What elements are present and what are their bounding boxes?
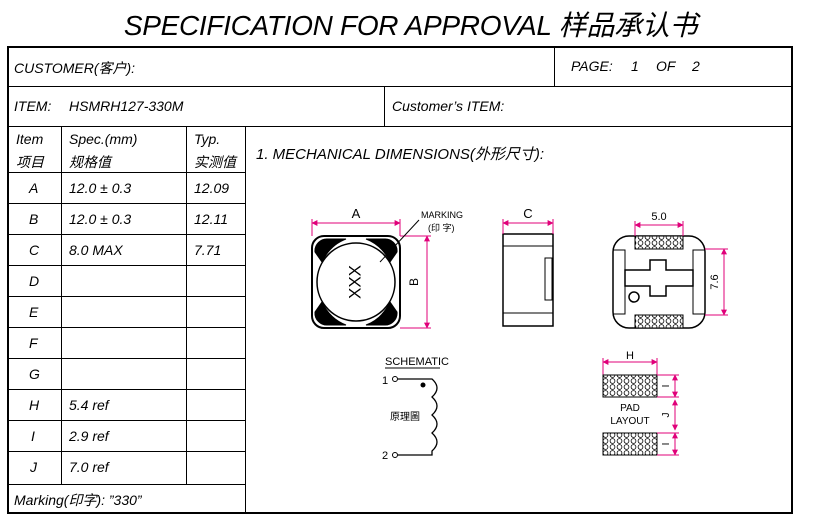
divider (7, 172, 245, 173)
divider (7, 420, 245, 421)
table-row-item: B (29, 211, 39, 227)
customer-label: CUSTOMER(客户): (14, 60, 136, 76)
divider (7, 126, 793, 127)
table-row-spec: 8.0 MAX (69, 242, 123, 258)
section-title: 1. MECHANICAL DIMENSIONS(外形尺寸): (256, 146, 545, 163)
coil-cn-label: 原理圖 (390, 411, 420, 423)
table-row-spec: 7.0 ref (69, 459, 109, 475)
table-row-typ: 12.11 (194, 211, 228, 227)
page-total: 2 (692, 58, 700, 74)
marking-label: MARKING (421, 210, 463, 220)
divider (7, 389, 245, 390)
table-row-item: J (30, 459, 37, 475)
dim-50-label: 5.0 (651, 211, 666, 223)
divider (245, 126, 246, 514)
divider (7, 451, 245, 452)
pad-layout: H PAD LAYOUT I J I (602, 350, 679, 456)
marking-note: Marking(印字): ”330” (14, 492, 142, 508)
table-row-spec: 5.4 ref (69, 397, 109, 413)
divider (7, 484, 245, 485)
col-header-typ: Typ. (194, 131, 221, 147)
top-view: XXX A B MARKING (印 字) (311, 206, 463, 329)
schematic: SCHEMATIC 1 2 原理圖 (382, 356, 449, 462)
item-value: HSMRH127-330M (69, 98, 184, 114)
table-row-spec: 12.0 ± 0.3 (69, 211, 132, 227)
mechanical-drawing: XXX A B MARKING (印 字) C 5.0 (311, 206, 728, 462)
dim-h-label: H (626, 350, 634, 362)
dim-i-label: I (661, 385, 672, 388)
table-row-item: E (29, 304, 39, 320)
page-label: PAGE: (571, 58, 613, 74)
table-row-item: C (29, 242, 40, 258)
item-label: ITEM: (14, 98, 52, 114)
page-of: OF (656, 58, 676, 74)
divider (7, 296, 245, 297)
document-title: SPECIFICATION FOR APPROVAL 样品承认书 (123, 10, 698, 41)
dim-76-label: 7.6 (709, 274, 721, 289)
divider (554, 46, 555, 86)
divider (7, 86, 793, 87)
dim-c-label: C (523, 206, 532, 221)
table-row-item: D (29, 273, 40, 289)
bottom-view: 5.0 7.6 (612, 211, 728, 329)
layout-label: LAYOUT (610, 416, 649, 427)
divider (7, 234, 245, 235)
table-row-item: I (31, 428, 35, 444)
customer-item-label: Customer’s ITEM: (392, 98, 505, 114)
divider (7, 358, 245, 359)
marking-text: XXX (345, 265, 364, 299)
col-header-item: Item (16, 131, 44, 147)
divider (7, 327, 245, 328)
spec-frame (7, 46, 793, 514)
table-row-typ: 12.09 (194, 180, 230, 196)
pin-2-label: 2 (382, 450, 388, 462)
divider (186, 126, 187, 484)
pad-label: PAD (620, 403, 640, 414)
dim-a-label: A (352, 206, 361, 221)
dim-b-label: B (407, 278, 421, 286)
side-view: C (502, 206, 554, 327)
divider (7, 203, 245, 204)
col-header-item-cn: 项目 (16, 154, 44, 170)
table-row-item: H (29, 397, 40, 413)
divider (384, 86, 385, 126)
divider (61, 126, 62, 484)
divider (7, 265, 245, 266)
table-row-spec: 12.0 ± 0.3 (69, 180, 132, 196)
table-row-spec: 2.9 ref (69, 428, 109, 444)
pin-1-label: 1 (382, 375, 388, 387)
page-number: 1 (631, 58, 639, 74)
marking-cn-label: (印 字) (428, 222, 455, 233)
col-header-spec: Spec.(mm) (69, 131, 138, 147)
table-row-item: F (29, 335, 38, 351)
schematic-label: SCHEMATIC (385, 356, 449, 368)
col-header-typ-cn: 实测值 (194, 154, 236, 170)
table-row-item: G (29, 366, 40, 382)
col-header-spec-cn: 规格值 (69, 154, 111, 170)
table-row-typ: 7.71 (194, 242, 222, 258)
dim-j-label: J (661, 413, 672, 418)
table-row-item: A (29, 180, 39, 196)
dim-i-label: I (661, 443, 672, 446)
